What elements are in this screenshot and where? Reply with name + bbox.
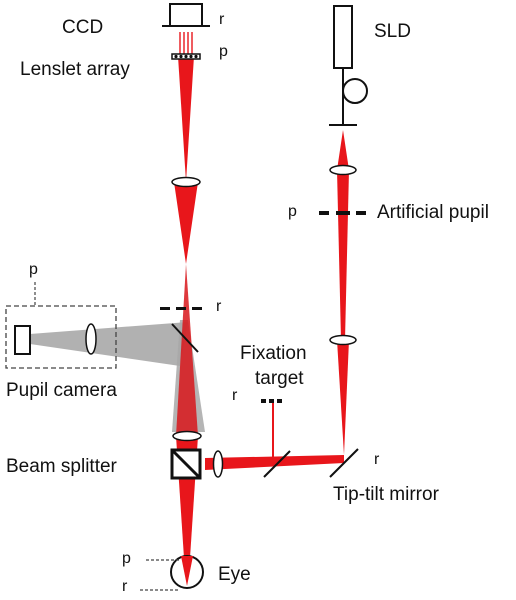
lenslet-array	[171, 53, 201, 60]
camera-pupil-mark: p	[29, 261, 38, 278]
pupil-camera-label: Pupil camera	[6, 380, 117, 401]
fixation-target-mark: r	[232, 387, 238, 404]
eye-beam-focus	[181, 556, 193, 586]
tip-tilt-plane-mark: r	[374, 451, 380, 468]
fixation-target-label-line2: target	[255, 368, 304, 389]
pupil-camera-sensor	[14, 325, 31, 355]
upper-relay-beam	[174, 182, 198, 264]
artificial-pupil-label: Artificial pupil	[377, 202, 489, 223]
lenslet-array-label: Lenslet array	[20, 59, 130, 80]
field-stop	[160, 307, 202, 310]
sld-beam-collimated	[337, 170, 349, 340]
lenslet-plane-mark: p	[219, 43, 228, 60]
horizontal-beam	[205, 455, 344, 470]
beam-splitter	[170, 448, 202, 480]
sld-beam-upper	[337, 130, 349, 170]
pupil-camera-beam	[30, 322, 188, 366]
fixation-target-label-line1: Fixation	[240, 343, 307, 364]
sld-source	[329, 5, 368, 126]
fold-mirror	[263, 450, 291, 478]
lower-relay-beam	[176, 264, 198, 436]
field-stop-mark: r	[216, 298, 222, 315]
artificial-pupil-mark: p	[288, 203, 297, 220]
spot-rays	[179, 32, 193, 56]
camera-lens	[85, 323, 97, 355]
ccd-label: CCD	[62, 17, 104, 38]
eye-retina-mark: r	[122, 578, 128, 595]
ccd-sensor	[169, 3, 203, 27]
lens-upper	[171, 176, 201, 188]
fixation-target	[261, 399, 282, 403]
eye-pupil-mark: p	[122, 550, 131, 567]
beam-splitter-label: Beam splitter	[6, 456, 117, 477]
lens-lower	[172, 430, 202, 442]
artificial-pupil-aperture	[319, 211, 366, 215]
pupil-camera-mirror	[171, 323, 199, 353]
sld-collimating-lens	[329, 164, 357, 176]
ccd-plane-mark: r	[219, 11, 225, 28]
lenslet-beam	[178, 56, 194, 182]
sld-relay-lens	[329, 334, 357, 346]
fixation-lens	[212, 450, 224, 478]
pupil-camera-box	[5, 305, 117, 369]
sld-label: SLD	[374, 21, 411, 42]
tip-tilt-mirror	[329, 448, 359, 478]
tip-tilt-mirror-label: Tip-tilt mirror	[333, 484, 439, 505]
eye-label: Eye	[218, 564, 251, 585]
sld-beam-lower	[337, 340, 349, 455]
